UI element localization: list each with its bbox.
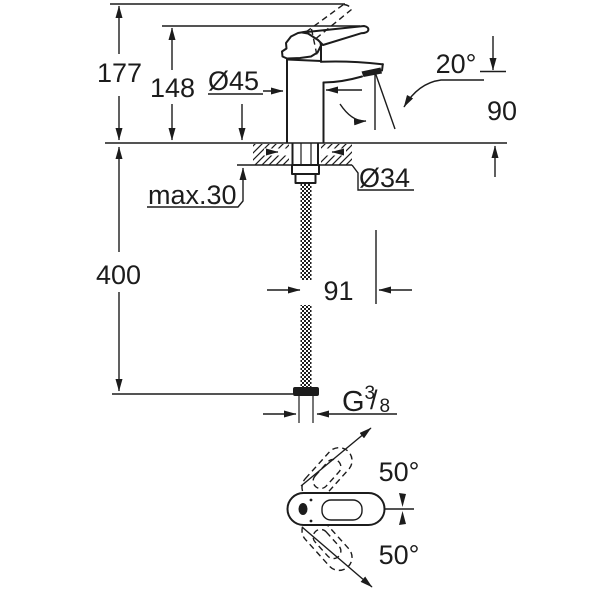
thread-g-label: G (342, 386, 365, 418)
side-view: 177 148 Ø45 20° 90 (96, 3, 517, 423)
thread-denominator-label: 8 (380, 396, 391, 417)
deck-section (237, 142, 352, 184)
dimension-body-diameter: Ø45 (208, 66, 362, 141)
dimension-deck-thickness: max.30 (147, 167, 247, 210)
mounting-flange (291, 164, 320, 175)
dim-hose-length-label: 400 (96, 260, 141, 290)
dimension-hole-diameter: Ø34 (351, 163, 414, 193)
dimension-outlet-height: 90 (480, 36, 517, 177)
dim-body-diameter-label: Ø45 (208, 66, 259, 96)
aerator (361, 67, 382, 77)
angle-arc-inner (339, 103, 367, 126)
dim-spout-angle-label: 20° (436, 49, 477, 79)
hose-upper (300, 183, 312, 280)
angle-leader (403, 79, 484, 108)
dim-spout-reach-label: 91 (323, 276, 353, 306)
dim-deck-thickness-label: max.30 (148, 180, 237, 210)
spout-tip-face (381, 63, 384, 72)
faucet-outline (281, 3, 384, 143)
swivel-line-lower (301, 526, 373, 588)
spout-underside (322, 75, 363, 84)
pivot-dot-upper (309, 498, 313, 502)
dim-outlet-height-label: 90 (487, 96, 517, 126)
dim-lever-height-label: 148 (150, 73, 195, 103)
swivel-line-upper (300, 427, 372, 487)
dim-swivel-upper-label: 50° (379, 457, 420, 487)
spout-top-edge (320, 60, 384, 66)
plan-view: 50° 50° (286, 427, 420, 588)
outlet-angled-line (374, 71, 396, 130)
thread-slash-label: / (370, 385, 378, 415)
swivel-arc-arrow-lower (399, 511, 406, 525)
body-top-seam (286, 58, 322, 62)
dimension-spout-angle: 20° (339, 49, 484, 130)
supply-hose (293, 183, 319, 423)
hose-connector-nut (293, 387, 319, 396)
lever-closed (301, 25, 370, 46)
dim-swivel-lower-label: 50° (379, 540, 420, 570)
dimension-hose-length: 400 (96, 146, 293, 395)
dim-hole-diameter-label: Ø34 (359, 163, 410, 193)
swivel-arc-arrow-upper (399, 493, 406, 507)
dimension-spout-reach: 91 (267, 230, 412, 306)
pivot-dot-lower (309, 519, 313, 523)
mounting-nut (294, 173, 317, 184)
handle-top-view-inner (321, 499, 363, 521)
lever-raised-dashed (305, 3, 353, 56)
dim-overall-height-label: 177 (97, 58, 142, 88)
dimension-overall-height: 177 (97, 5, 142, 141)
dimension-lever-height: 148 (150, 27, 195, 141)
handle-indicator-dot (298, 503, 308, 515)
dimension-thread: G 3 / 8 (263, 383, 397, 418)
thread-numerator-label: 3 (365, 383, 376, 404)
hose-lower (300, 305, 312, 387)
